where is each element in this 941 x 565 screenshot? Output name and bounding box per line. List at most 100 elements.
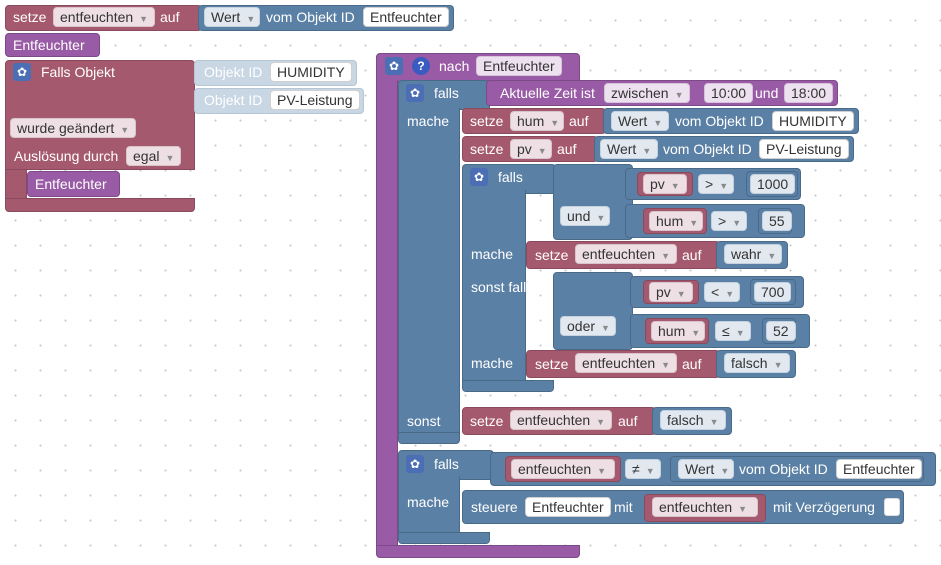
- gear-icon[interactable]: ✿: [470, 168, 488, 186]
- auf-label: auf: [618, 413, 638, 429]
- objekt-id-field-2[interactable]: PV-Leistung: [270, 90, 360, 110]
- zeit-label: Aktuelle Zeit ist: [500, 85, 595, 101]
- mache-label: mache: [471, 246, 514, 262]
- function-footer: [376, 545, 580, 558]
- setze-label: setze: [470, 141, 504, 157]
- trigger-inner-block[interactable]: [27, 171, 120, 197]
- chevron-down-icon: ▼: [139, 14, 149, 24]
- auf-label: auf: [557, 141, 577, 157]
- gear-icon[interactable]: ✿: [13, 63, 31, 81]
- help-icon[interactable]: ?: [412, 57, 430, 75]
- auf-label: auf: [569, 113, 589, 129]
- chevron-down-icon: ▼: [670, 181, 680, 191]
- trigger-bottom-bar: [5, 170, 27, 200]
- und-logic-block[interactable]: [553, 164, 633, 240]
- chevron-down-icon: ▼: [738, 504, 748, 514]
- wahr-dropdown[interactable]: wahr▼: [724, 244, 782, 264]
- chevron-down-icon: ▼: [735, 328, 745, 338]
- if-control-footer: [398, 532, 490, 544]
- zwischen-dropdown[interactable]: zwischen▼: [604, 83, 690, 103]
- oder-logic-block[interactable]: [553, 272, 633, 350]
- pv-get-dropdown[interactable]: pv▼: [643, 174, 687, 194]
- if-time-footer: [398, 432, 460, 444]
- le-operator-dropdown[interactable]: ≤▼: [715, 321, 751, 341]
- time-end-field[interactable]: 18:00: [784, 83, 834, 103]
- gear-icon[interactable]: ✿: [406, 84, 424, 102]
- setze-label: setze: [470, 113, 504, 129]
- chevron-down-icon: ▼: [246, 14, 256, 24]
- entfeuchten-dropdown[interactable]: entfeuchten▼: [510, 410, 612, 430]
- entfeuchten-dropdown[interactable]: entfeuchten▼: [575, 353, 677, 373]
- hum-var-dropdown[interactable]: hum▼: [510, 111, 564, 131]
- chevron-down-icon: ▼: [165, 153, 175, 163]
- chevron-down-icon: ▼: [645, 466, 655, 476]
- chevron-down-icon: ▼: [601, 323, 610, 333]
- gt-operator-dropdown-2[interactable]: >▼: [711, 211, 747, 231]
- setze-label: setze: [535, 247, 569, 263]
- top-obj-field[interactable]: Entfeuchter: [363, 7, 449, 27]
- wert-dropdown[interactable]: Wert▼: [600, 139, 658, 159]
- num-55-field[interactable]: 55: [762, 211, 792, 231]
- chevron-down-icon: ▼: [689, 218, 699, 228]
- falsch-dropdown-2[interactable]: falsch▼: [660, 410, 726, 430]
- steuere-label: steuere: [471, 499, 518, 515]
- auf-label: auf: [682, 356, 702, 372]
- neq-operator-dropdown[interactable]: ≠▼: [625, 459, 661, 479]
- pv-var-dropdown[interactable]: pv▼: [510, 139, 552, 159]
- chevron-down-icon: ▼: [596, 213, 606, 223]
- auf-label: auf: [682, 247, 702, 263]
- if-control-left-bar: [398, 476, 460, 538]
- top-var-dropdown[interactable]: entfeuchten▼: [53, 7, 155, 27]
- chevron-down-icon: ▼: [720, 466, 730, 476]
- num-52-field[interactable]: 52: [766, 321, 796, 341]
- lt-operator-dropdown[interactable]: <▼: [704, 282, 740, 302]
- wert-dropdown[interactable]: Wert▼: [611, 111, 669, 131]
- chevron-down-icon: ▼: [709, 417, 719, 427]
- chevron-down-icon: ▼: [773, 360, 783, 370]
- falls-objekt-label: Falls Objekt: [41, 64, 115, 80]
- num-700-field[interactable]: 700: [754, 282, 792, 302]
- objekt-id-field-1[interactable]: HUMIDITY: [270, 62, 352, 82]
- hum-get-dropdown-2[interactable]: hum▼: [651, 321, 705, 341]
- und-dropdown[interactable]: und▼: [560, 206, 610, 226]
- mache-label: mache: [407, 113, 450, 129]
- oder-dropdown[interactable]: oder▼: [560, 316, 616, 336]
- setze-label: setze: [535, 356, 569, 372]
- falls-label: falls: [434, 456, 459, 472]
- falls-label: falls: [498, 169, 523, 185]
- chevron-down-icon: ▼: [120, 125, 130, 135]
- chevron-down-icon: ▼: [767, 251, 777, 261]
- entfeuchten-dropdown[interactable]: entfeuchten▼: [575, 244, 677, 264]
- time-start-field[interactable]: 10:00: [704, 83, 754, 103]
- chevron-down-icon: ▼: [597, 466, 607, 476]
- vom-label: vom Objekt ID: [663, 141, 752, 157]
- steuere-value-dropdown[interactable]: entfeuchten▼: [652, 497, 758, 517]
- obj-entfeuchter-field[interactable]: Entfeuchter: [836, 459, 922, 479]
- function-name-field[interactable]: Entfeuchter: [476, 56, 562, 76]
- gt-operator-dropdown[interactable]: >▼: [698, 174, 734, 194]
- num-1000-field[interactable]: 1000: [750, 174, 796, 194]
- und-time-label: und: [755, 85, 779, 101]
- obj-pv-field[interactable]: PV-Leistung: [759, 139, 849, 159]
- sonst-falls-label: sonst falls: [471, 279, 534, 295]
- wurde-dropdown[interactable]: wurde geändert▼: [10, 118, 136, 138]
- wert-dropdown[interactable]: Wert▼: [678, 459, 734, 479]
- obj-hum-field[interactable]: HUMIDITY: [772, 111, 854, 131]
- steuere-obj-field[interactable]: Entfeuchter: [525, 497, 611, 517]
- entfeuchten-get-dropdown[interactable]: entfeuchten▼: [511, 459, 615, 479]
- gear-icon[interactable]: ✿: [406, 455, 424, 473]
- chevron-down-icon: ▼: [653, 118, 663, 128]
- if-inner-left-bar: [462, 190, 526, 388]
- falsch-dropdown[interactable]: falsch▼: [724, 353, 790, 373]
- delay-checkbox[interactable]: [884, 498, 900, 516]
- hum-get-dropdown[interactable]: hum▼: [649, 211, 703, 231]
- mache-label: mache: [407, 494, 450, 510]
- egal-dropdown[interactable]: egal▼: [126, 146, 181, 166]
- trigger-name-block[interactable]: [5, 33, 100, 57]
- trigger-title: Entfeuchter: [13, 37, 85, 53]
- pv-get-dropdown-2[interactable]: pv▼: [649, 282, 693, 302]
- top-wert-dropdown[interactable]: Wert▼: [204, 7, 260, 27]
- mit-label: mit: [614, 499, 633, 515]
- chevron-down-icon: ▼: [676, 289, 686, 299]
- gear-icon[interactable]: ✿: [385, 57, 403, 75]
